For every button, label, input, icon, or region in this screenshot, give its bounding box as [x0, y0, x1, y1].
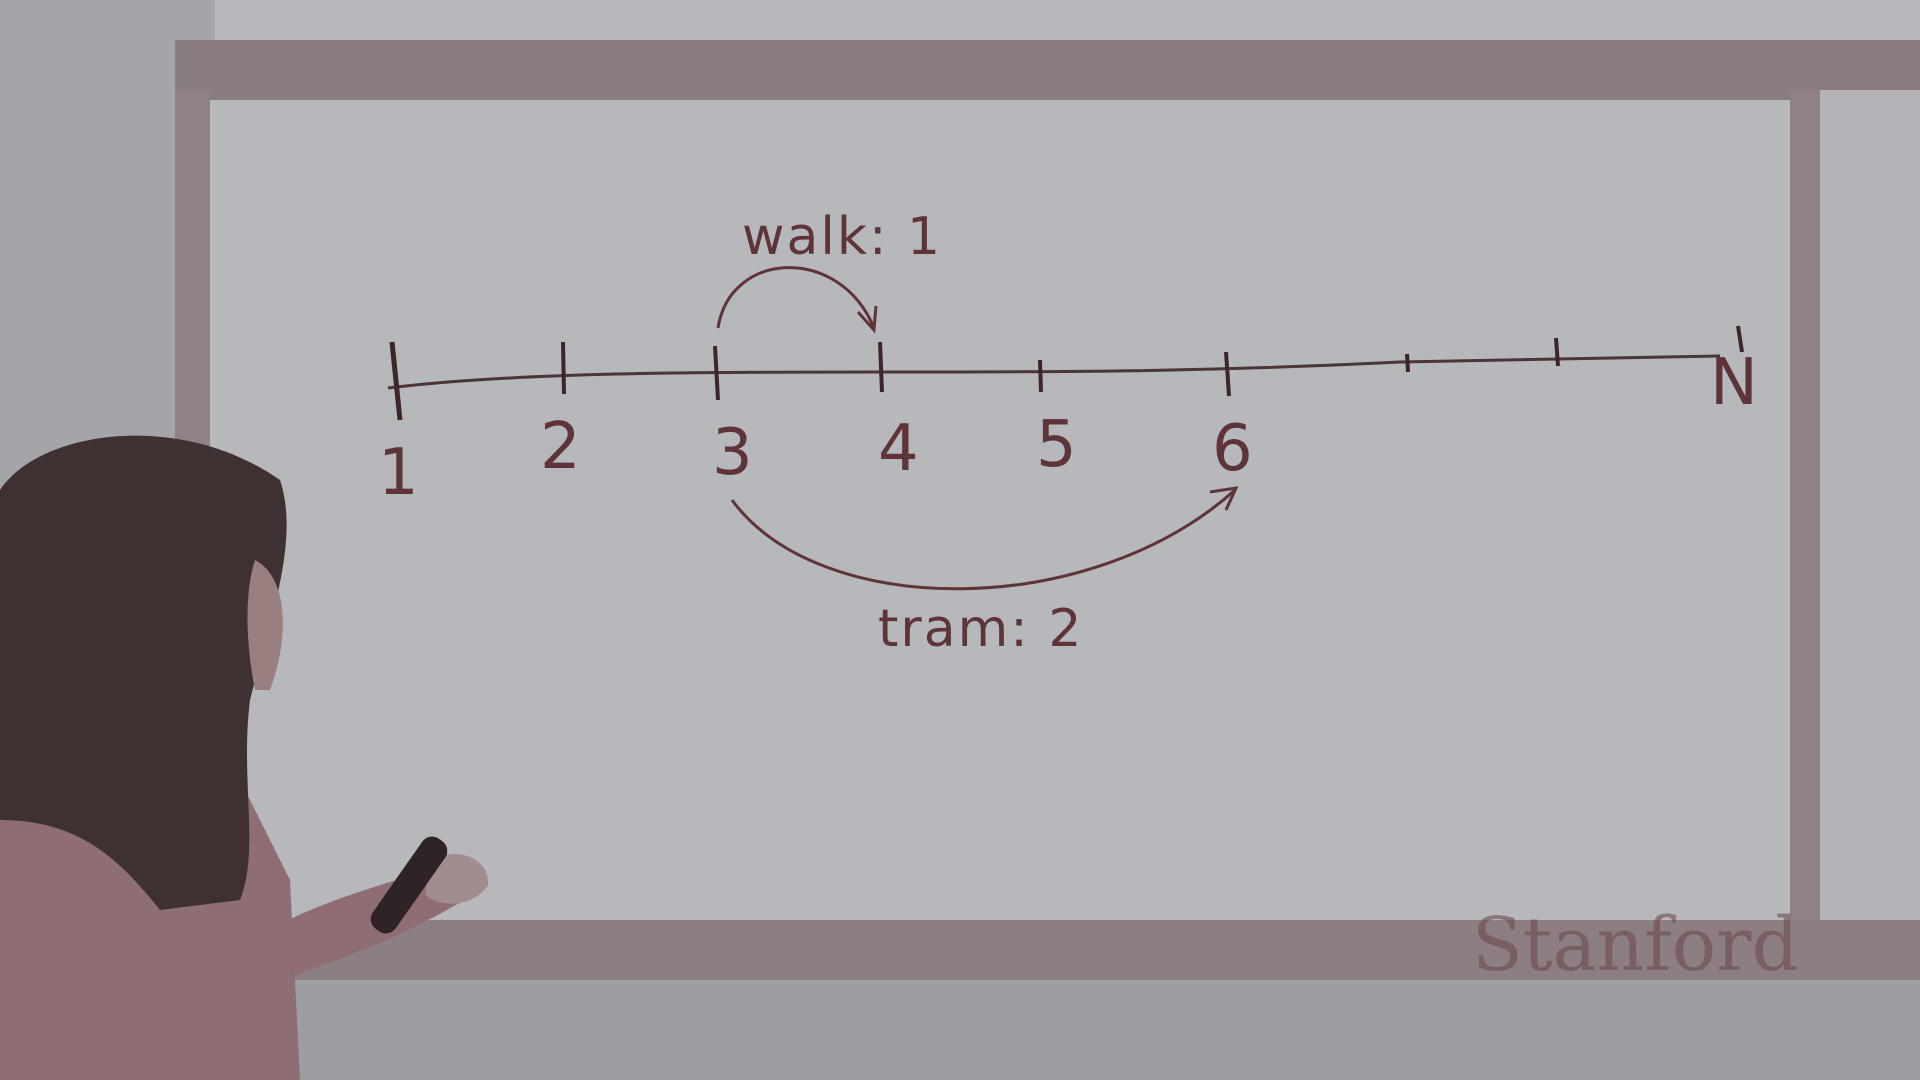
tram-label: tram: 2 — [878, 599, 1083, 659]
hair — [0, 435, 287, 910]
hand — [425, 854, 489, 904]
number-label-6: 6 — [1212, 412, 1253, 486]
upper-board — [215, 0, 1920, 40]
board-frame-top — [175, 40, 1920, 102]
tick-mark — [1554, 337, 1560, 367]
tick-mark — [1736, 325, 1744, 353]
side-wall-panel — [1820, 90, 1920, 970]
endpoint-label-n: N — [1710, 346, 1758, 420]
whiteboard — [210, 100, 1790, 1000]
tick-mark — [561, 341, 566, 395]
board-frame-right — [1790, 90, 1820, 970]
walk-arc — [716, 266, 876, 329]
board-frame-bottom — [175, 920, 1920, 980]
tick-mark — [878, 341, 884, 393]
clicker-remote — [370, 836, 448, 934]
number-label-2: 2 — [540, 410, 581, 484]
face — [247, 560, 283, 690]
walk-label: walk: 1 — [742, 207, 942, 267]
tick-mark — [713, 345, 720, 401]
tick-mark — [1038, 359, 1043, 393]
tram-arc — [730, 488, 1237, 591]
lecturer — [0, 435, 489, 1080]
number-label-3: 3 — [712, 416, 753, 490]
walk-arrowhead — [856, 305, 878, 334]
number-label-4: 4 — [878, 412, 919, 486]
tick-mark — [1405, 353, 1410, 373]
stanford-logo: Stanford — [1472, 902, 1799, 988]
tram-arrowhead — [1209, 486, 1239, 511]
number-label-5: 5 — [1036, 408, 1077, 482]
tick-mark — [1224, 351, 1231, 397]
marker-tray — [260, 980, 1920, 1080]
tick-mark — [389, 341, 403, 421]
number-label-1: 1 — [378, 436, 419, 510]
